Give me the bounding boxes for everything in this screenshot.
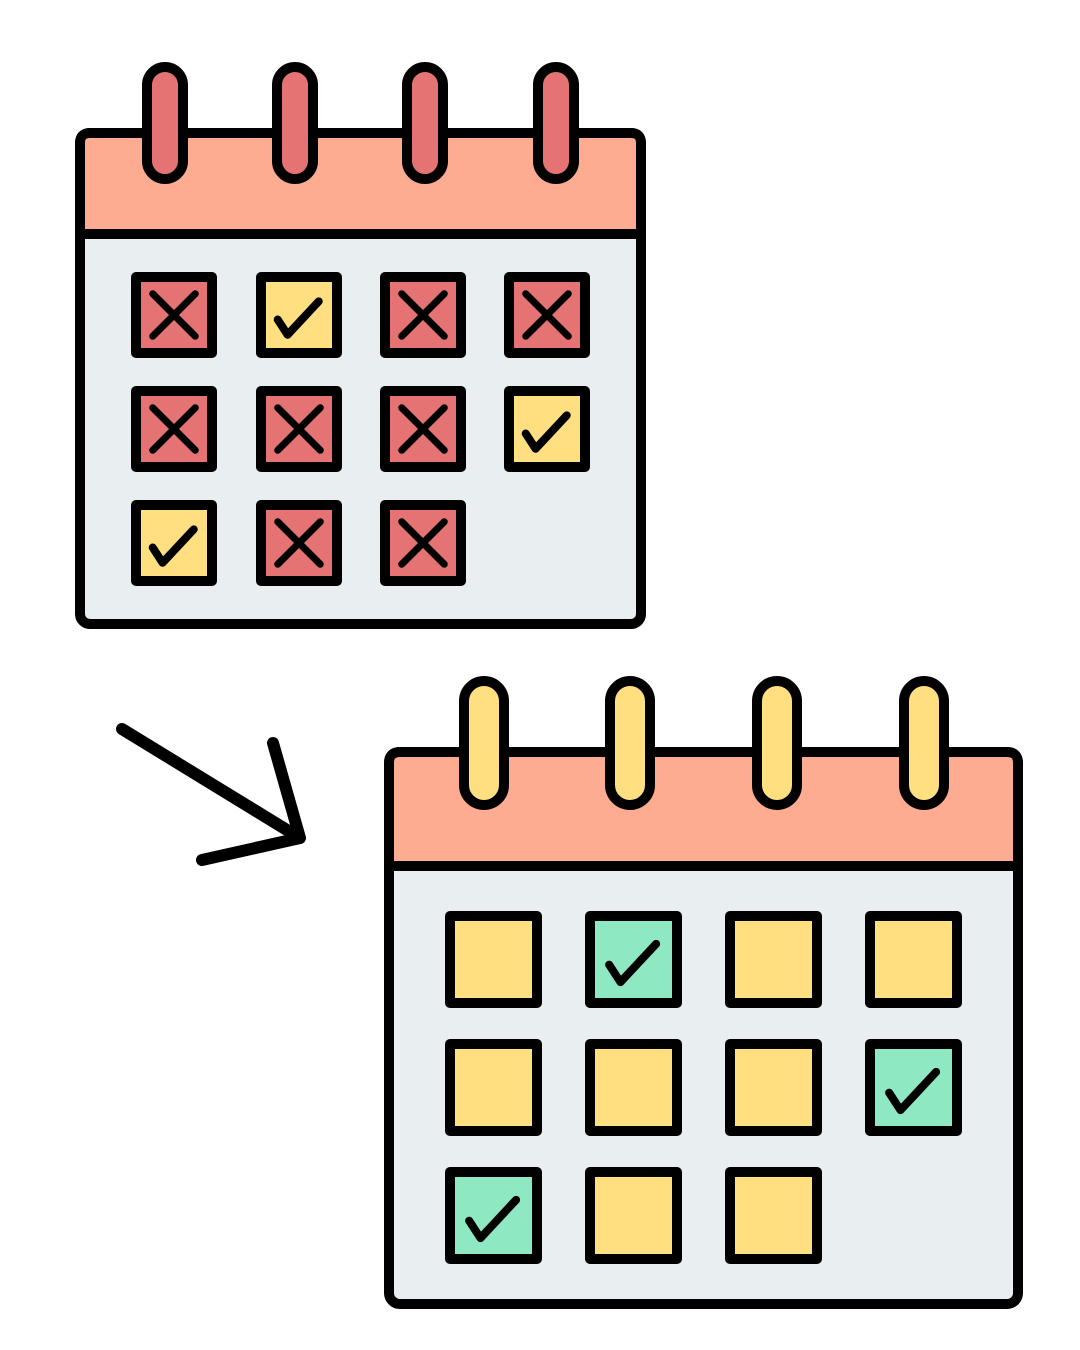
day-cell [504, 386, 590, 472]
day-cell-box [865, 1039, 962, 1136]
cross-icon [149, 404, 199, 454]
calendar-after [384, 676, 1023, 1309]
day-cell-box [725, 1167, 822, 1264]
arrow-path [116, 723, 306, 866]
day-cell-box [725, 1039, 822, 1136]
day-cell-box [131, 272, 217, 358]
day-cell [445, 1039, 542, 1136]
cross-icon [522, 290, 572, 340]
cross-icon [398, 290, 448, 340]
binder-ring-icon [272, 62, 318, 184]
binder-ring-icon [899, 676, 949, 810]
day-cell-box [865, 911, 962, 1008]
day-cell-box [504, 272, 590, 358]
cross-icon [398, 404, 448, 454]
day-cell [256, 500, 342, 586]
checkmark-icon [521, 411, 571, 453]
binder-ring-icon [752, 676, 802, 810]
binder-ring-icon [605, 676, 655, 810]
day-cell [585, 911, 682, 1008]
calendar-header [75, 128, 646, 239]
day-cell-box [256, 272, 342, 358]
checkmark-icon [885, 1067, 941, 1115]
cross-icon [149, 290, 199, 340]
day-cell-box [445, 1039, 542, 1136]
day-cell [725, 911, 822, 1008]
day-cell [865, 1039, 962, 1136]
day-cell [131, 386, 217, 472]
day-cell [256, 272, 342, 358]
cross-icon [274, 518, 324, 568]
arrow-down-right-icon [116, 723, 306, 866]
cross-icon [274, 404, 324, 454]
cross-icon [398, 518, 448, 568]
day-cell [131, 272, 217, 358]
day-cell-box [585, 1039, 682, 1136]
checkmark-icon [148, 525, 198, 567]
day-cell-box [131, 500, 217, 586]
day-cell [865, 911, 962, 1008]
day-cell-box [585, 911, 682, 1008]
day-cell [256, 386, 342, 472]
day-cell [585, 1039, 682, 1136]
day-cell [725, 1167, 822, 1264]
day-cell [504, 272, 590, 358]
calendar-header [384, 747, 1023, 871]
day-cell [380, 500, 466, 586]
checkmark-icon [605, 939, 661, 987]
binder-ring-icon [533, 62, 579, 184]
checkmark-icon [273, 297, 323, 339]
day-cell [131, 500, 217, 586]
binder-ring-icon [459, 676, 509, 810]
day-cell-box [725, 911, 822, 1008]
day-cell [445, 1167, 542, 1264]
day-cell [380, 386, 466, 472]
day-cell-box [445, 911, 542, 1008]
binder-ring-icon [142, 62, 188, 184]
checkmark-icon [465, 1195, 521, 1243]
day-cell [380, 272, 466, 358]
day-cell [585, 1167, 682, 1264]
day-cell-box [504, 386, 590, 472]
day-cell-box [445, 1167, 542, 1264]
binder-ring-icon [402, 62, 448, 184]
day-cell-box [585, 1167, 682, 1264]
day-cell [725, 1039, 822, 1136]
day-cell [445, 911, 542, 1008]
calendar-before [75, 62, 646, 629]
